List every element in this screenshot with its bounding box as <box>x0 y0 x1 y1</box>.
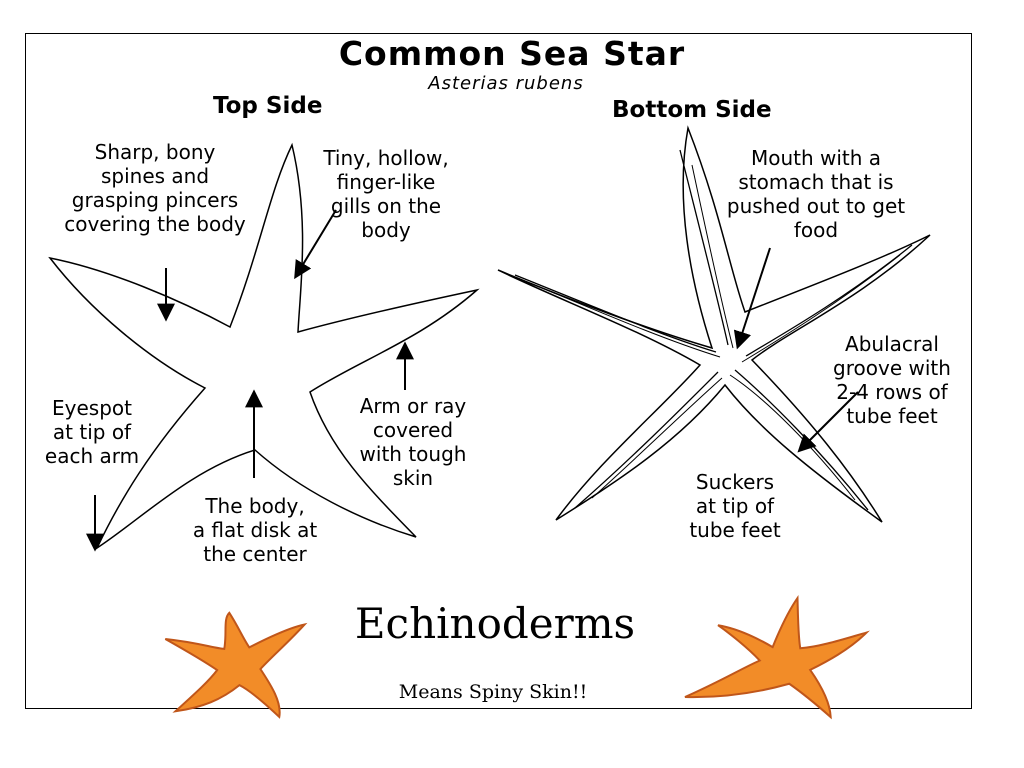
bottom-side-star-outline <box>497 125 931 523</box>
mouth-pointer <box>733 247 771 350</box>
ambulacral-groove-lines <box>514 149 913 511</box>
scientific-name: Asterias rubens <box>428 73 584 94</box>
gills-pointer <box>294 209 337 280</box>
tagline: Means Spiny Skin!! <box>398 681 588 703</box>
starfish-right-image <box>684 594 870 720</box>
echinoderms-heading: Echinoderms <box>354 599 636 648</box>
top-side-heading: Top Side <box>213 93 323 119</box>
top-side-star-outline <box>48 142 480 551</box>
bottom-side-heading: Bottom Side <box>612 97 772 123</box>
diagram-frame <box>25 33 972 709</box>
body-label: The body,a flat disk at the center <box>192 494 318 566</box>
groove-pointer <box>797 391 859 453</box>
diagram-title: Common Sea Star <box>338 34 686 73</box>
starfish-left-image <box>164 611 308 719</box>
